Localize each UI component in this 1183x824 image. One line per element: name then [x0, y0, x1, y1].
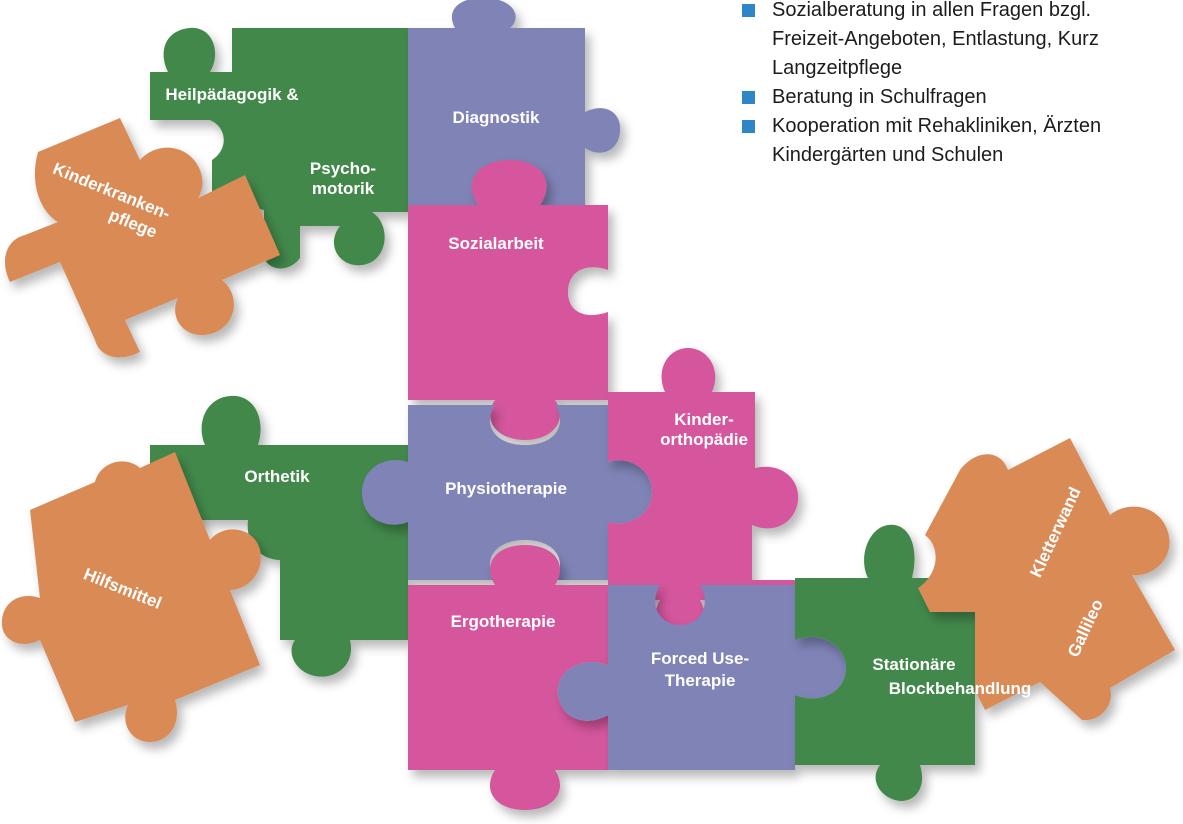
- label-forced-use-line2: Therapie: [665, 671, 736, 690]
- list-item: Sozialberatung in allen Fragen bzgl. Fre…: [742, 0, 1183, 83]
- label-heilpaedagogik-line2: Psycho-: [310, 159, 376, 178]
- label-physiotherapie: Physiotherapie: [445, 479, 567, 498]
- piece-shape: [362, 405, 652, 580]
- puzzle-piece-sozialarbeit: [408, 160, 608, 440]
- label-heilpaedagogik-line1: Heilpädagogik &: [165, 85, 298, 104]
- piece-shape: [1, 452, 261, 742]
- bullet-square-icon: [742, 91, 755, 104]
- list-item: Beratung in Schulfragen: [742, 83, 1183, 112]
- piece-shape: [150, 395, 408, 677]
- piece-shape: [557, 585, 846, 770]
- puzzle-piece-physiotherapie: [362, 405, 652, 580]
- list-item: Kooperation mit Rehakliniken, Ärzten Kin…: [742, 112, 1183, 170]
- label-orthetik: Orthetik: [244, 467, 310, 486]
- piece-shape: [150, 27, 408, 269]
- label-kinderorthopaedie-line2: orthopädie: [660, 430, 748, 449]
- label-ergotherapie: Ergotherapie: [451, 612, 556, 631]
- label-forced-use-line1: Forced Use-: [651, 649, 749, 668]
- puzzle-piece-ergotherapie: [408, 545, 608, 810]
- puzzle-piece-heilpaedagogik: [150, 27, 408, 269]
- label-stationaere-line1: Stationäre: [872, 655, 955, 674]
- bullet-text: Sozialberatung in allen Fragen bzgl. Fre…: [772, 0, 1099, 79]
- puzzle-piece-diagnostik: [408, 0, 621, 205]
- puzzle-piece-kinderkrankenpflege: [5, 118, 280, 358]
- piece-shape: [408, 545, 608, 810]
- puzzle-piece-hilfsmittel: [1, 452, 261, 742]
- piece-shape: [5, 118, 280, 358]
- puzzle-piece-orthetik: [150, 395, 408, 677]
- piece-shape: [408, 160, 608, 440]
- piece-shape: [918, 438, 1175, 721]
- puzzle-piece-forced-use: [557, 585, 846, 770]
- puzzle-piece-kinderorthopaedie: [608, 348, 799, 640]
- label-sozialarbeit: Sozialarbeit: [448, 234, 544, 253]
- label-diagnostik: Diagnostik: [453, 108, 540, 127]
- bullet-list: Sozialberatung in allen Fragen bzgl. Fre…: [742, 0, 1183, 170]
- label-heilpaedagogik-line3: motorik: [312, 179, 375, 198]
- piece-shape: [408, 0, 621, 205]
- bullet-square-icon: [742, 4, 755, 17]
- bullet-square-icon: [742, 120, 755, 133]
- bullet-text: Kooperation mit Rehakliniken, Ärzten Kin…: [772, 115, 1102, 166]
- label-kinderorthopaedie-line1: Kinder-: [674, 410, 734, 429]
- label-stationaere-line2: Blockbehandlung: [889, 679, 1032, 698]
- bullet-text: Beratung in Schulfragen: [772, 86, 987, 108]
- piece-shape: [608, 348, 799, 640]
- puzzle-piece-kletterwand: [918, 438, 1175, 721]
